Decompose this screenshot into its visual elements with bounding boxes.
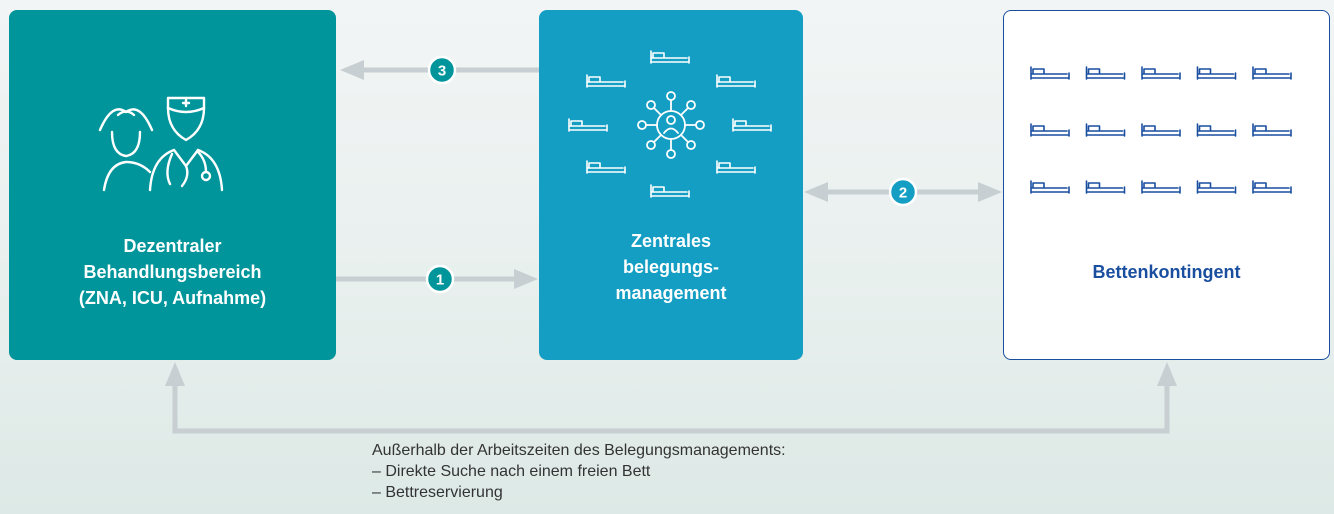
arrow-step-2: 2 [804,177,1002,207]
footnote-item: Direkte Suche nach einem freien Bett [372,461,786,482]
bed-contingent-label: Bettenkontingent [1092,262,1241,282]
footnote-list: Direkte Suche nach einem freien Bett Bet… [372,461,786,503]
arrow-step-3: 3 [340,55,539,85]
decentral-treatment-box: Dezentraler Behandlungsbereich (ZNA, ICU… [9,10,336,360]
footnote-item: Bettreservierung [372,482,786,503]
step-1-badge: 1 [436,272,444,289]
central-bed-management-box: Zentrales belegungs- management [539,10,803,360]
decentral-treatment-label: Dezentraler Behandlungsbereich (ZNA, ICU… [78,236,267,308]
arrow-bottom-return [165,362,1177,434]
step-3-badge: 3 [438,63,446,80]
central-bed-management-label: Zentrales belegungs- management [615,231,727,303]
footnote: Außerhalb der Arbeitszeiten des Belegung… [372,440,786,503]
step-2-badge: 2 [899,185,907,202]
arrow-step-1: 1 [336,264,538,294]
bed-contingent-box: Bettenkontingent [1003,10,1330,360]
footnote-heading: Außerhalb der Arbeitszeiten des Belegung… [372,442,786,459]
